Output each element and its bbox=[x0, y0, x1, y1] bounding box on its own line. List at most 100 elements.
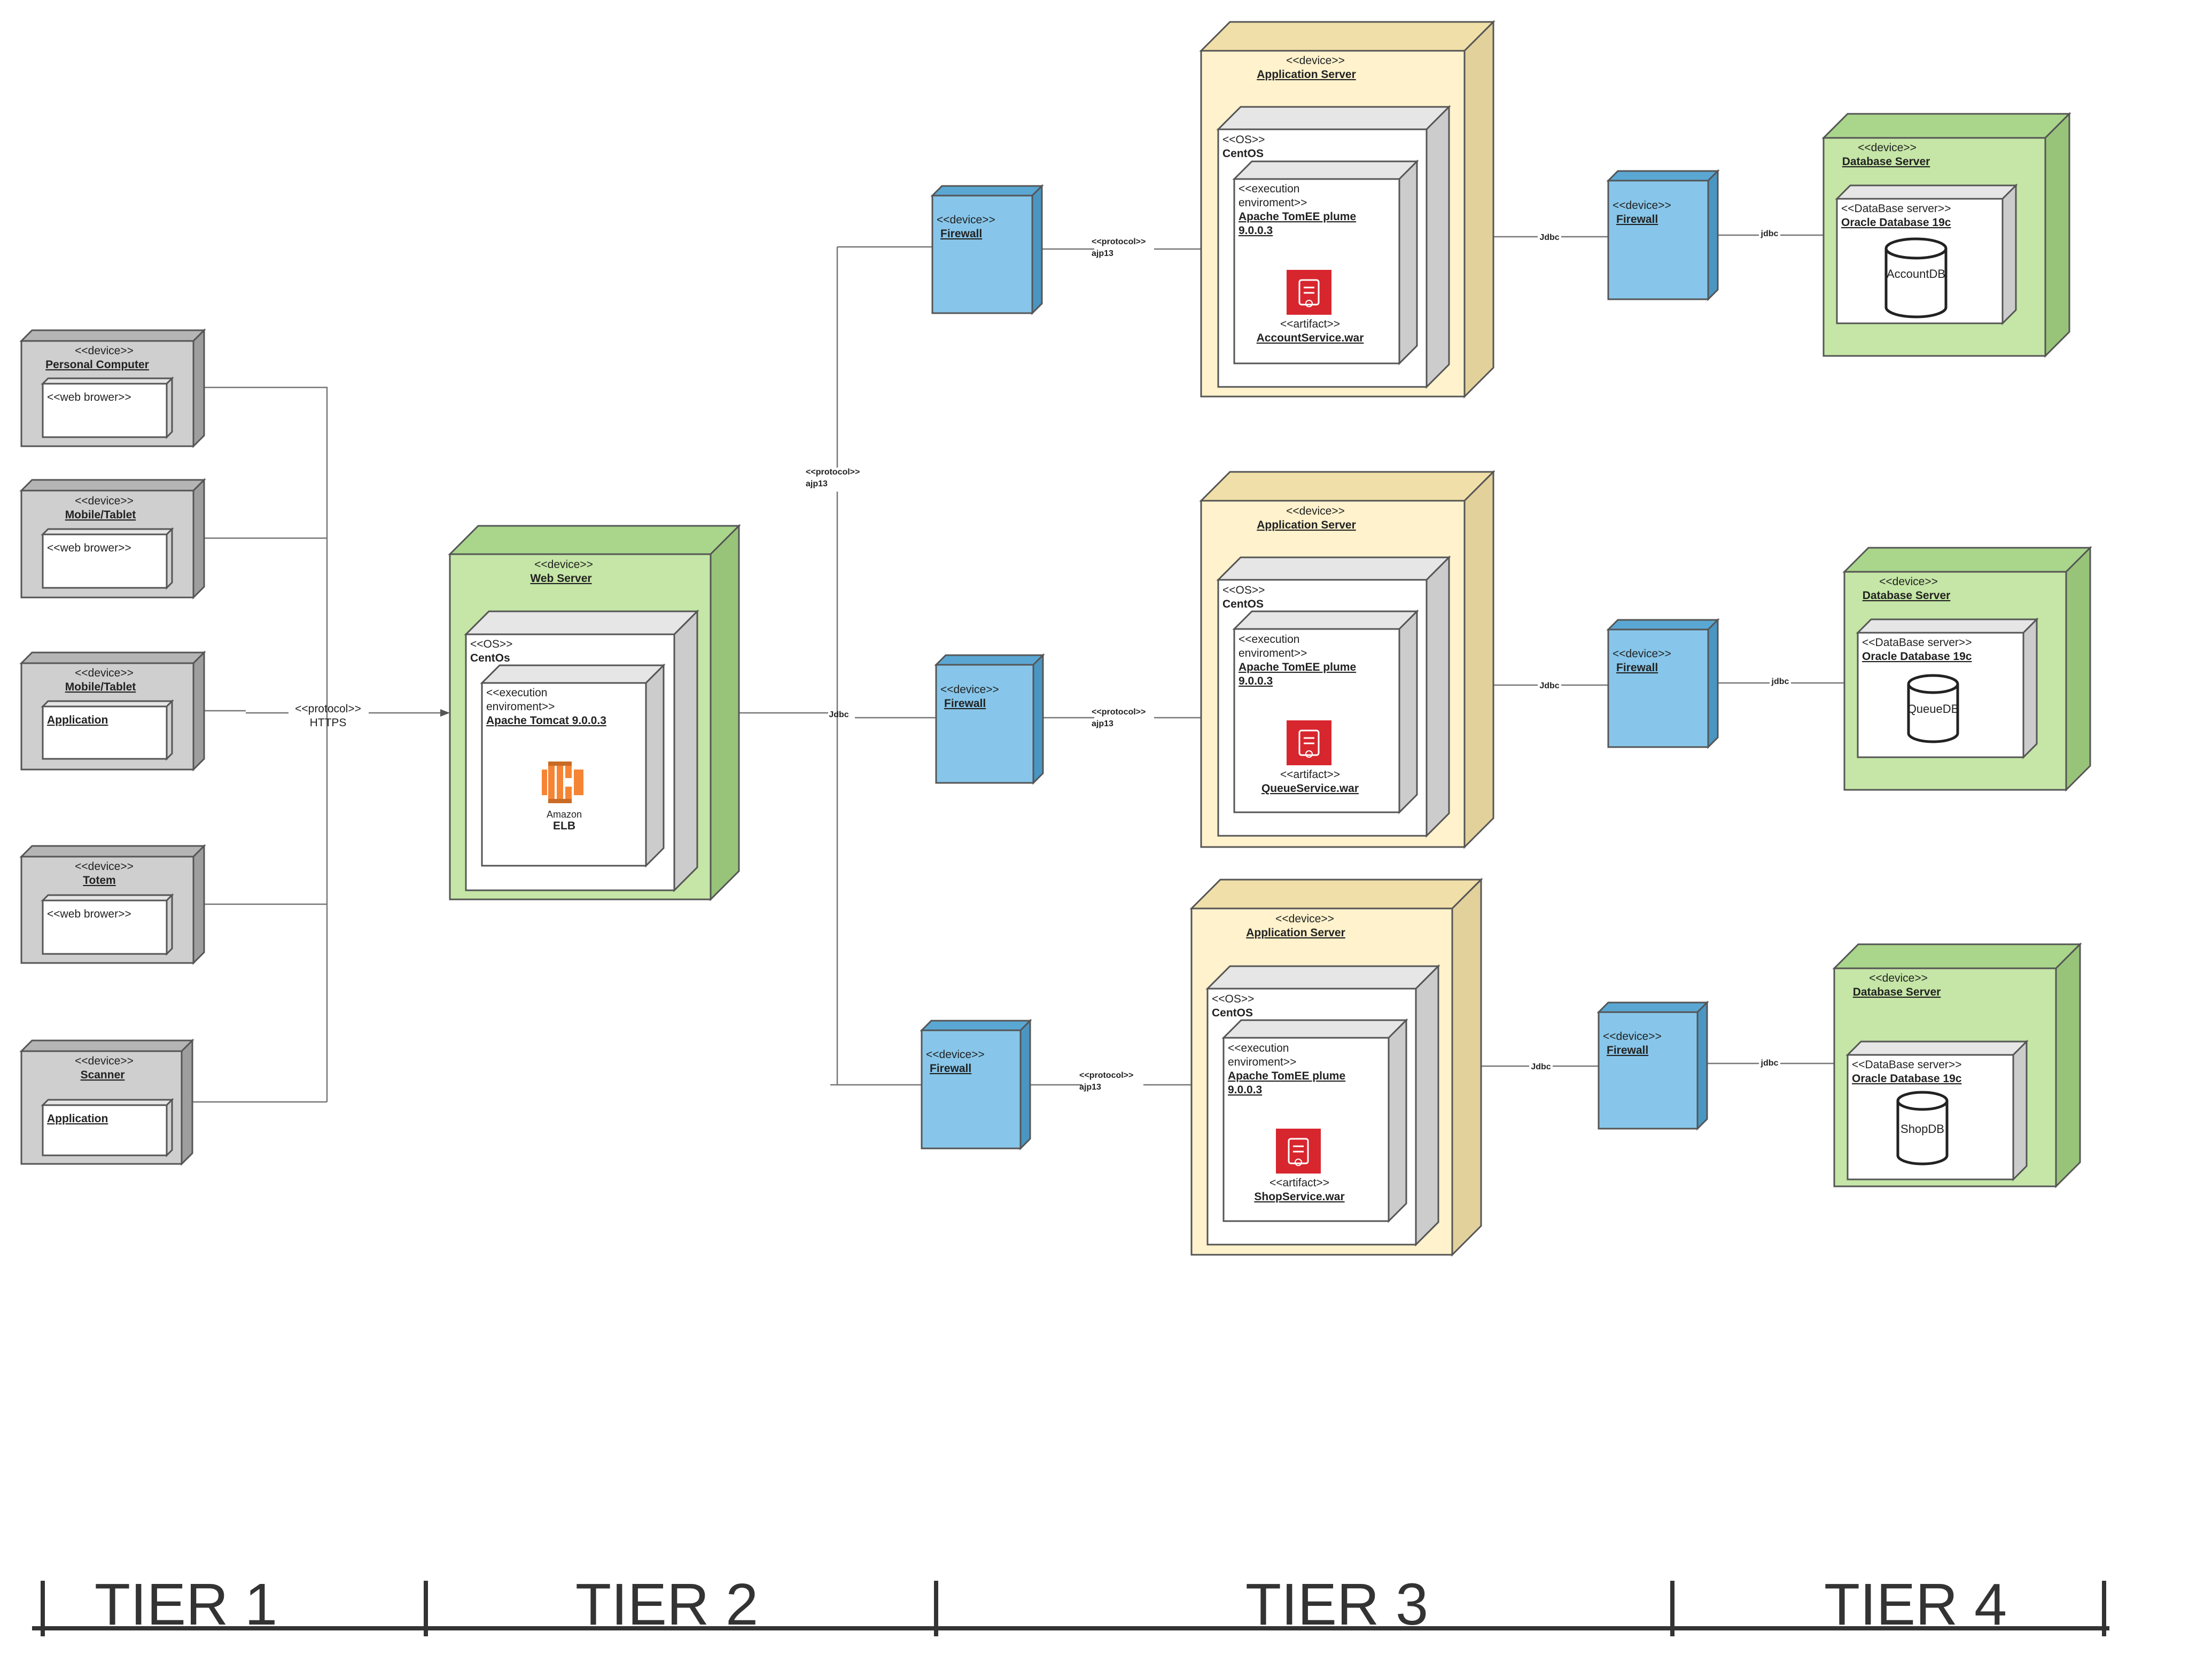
db-server-name: Database Server bbox=[1842, 156, 1930, 168]
firewall-name: Firewall bbox=[1616, 213, 1658, 226]
tier-label-2: TIER 2 bbox=[575, 1572, 758, 1637]
tier-label-3: TIER 3 bbox=[1245, 1572, 1428, 1637]
firewall-stereotype: <<device>> bbox=[1603, 1030, 1662, 1043]
tier-label-1: TIER 1 bbox=[95, 1572, 277, 1637]
os-stereotype: <<OS>> bbox=[1222, 584, 1265, 596]
db-inner-stereotype: <<DataBase server>> bbox=[1862, 636, 1972, 649]
web-server-os: <<OS>> CentOs <<execution enviroment>> A… bbox=[464, 609, 699, 892]
jdbc-left-row2: Jdbc bbox=[1539, 681, 1559, 690]
db-server-name: Database Server bbox=[1863, 589, 1951, 602]
client-device-mobile-tablet-browser: <<device>> Mobile/Tablet <<web brower>> bbox=[19, 478, 206, 600]
jdbc-left-row1: Jdbc bbox=[1539, 233, 1559, 242]
firewall2-row3: <<device>> Firewall bbox=[1596, 1000, 1709, 1131]
firewall2-row1: <<device>> Firewall bbox=[1606, 169, 1720, 301]
client-device-personal-computer: <<device>> Personal Computer <<web browe… bbox=[19, 328, 206, 448]
device-inner-label: <<web brower>> bbox=[47, 542, 131, 554]
jdbc-web-label: Jdbc bbox=[829, 710, 848, 719]
https-stereotype-label: <<protocol>> bbox=[295, 703, 361, 715]
exec-name-line2: 9.0.0.3 bbox=[1228, 1084, 1262, 1096]
protocol-stereotype-row1: <<protocol>> bbox=[1092, 237, 1146, 246]
app-server-name: Application Server bbox=[1246, 927, 1345, 939]
app-server-row3: <<device>> Application Server <<OS>> Cen… bbox=[1189, 877, 1483, 1257]
exec-stereotype-line1: <<execution bbox=[486, 687, 547, 699]
ajp-trunk-stereotype: <<protocol>> bbox=[806, 468, 860, 477]
db-label: AccountDB bbox=[1887, 267, 1945, 281]
tier-label-4: TIER 4 bbox=[1824, 1572, 2007, 1637]
app-server-stereotype: <<device>> bbox=[1286, 505, 1345, 517]
firewall-stereotype: <<device>> bbox=[937, 214, 995, 226]
os-name: CentOS bbox=[1222, 147, 1264, 160]
exec-name-line1: Apache TomEE plume bbox=[1228, 1070, 1345, 1082]
ajp-trunk-protocol: ajp13 bbox=[806, 479, 828, 488]
jdbc-right-row3: jdbc bbox=[1761, 1059, 1779, 1068]
web-server-name: Web Server bbox=[530, 572, 591, 585]
jdbc-right-row1: jdbc bbox=[1761, 229, 1779, 238]
firewall-name: Firewall bbox=[1607, 1044, 1648, 1056]
exec-stereotype-line2: enviroment>> bbox=[1239, 647, 1307, 659]
elb-brand: Amazon bbox=[547, 809, 582, 820]
exec-stereotype-line1: <<execution bbox=[1239, 633, 1299, 646]
client-device-totem: <<device>> Totem <<web brower>> bbox=[19, 844, 206, 965]
firewall-name: Firewall bbox=[930, 1062, 971, 1075]
firewall-name: Firewall bbox=[940, 228, 982, 240]
app-server-row1: <<device>> Application Server <<OS>> Cen… bbox=[1199, 20, 1496, 399]
artifact-name: AccountService.war bbox=[1257, 332, 1364, 344]
artifact-name: QueueService.war bbox=[1261, 782, 1359, 795]
firewall-stereotype: <<device>> bbox=[1613, 648, 1671, 660]
arrowhead-web-server bbox=[440, 709, 450, 717]
elb-icon bbox=[542, 762, 583, 803]
web-server-node: <<device>> Web Server <<OS>> CentOs <<ex… bbox=[448, 524, 741, 902]
db-server-row1: <<device>> Database Server <<DataBase se… bbox=[1821, 112, 2071, 358]
web-server-stereotype: <<device>> bbox=[534, 558, 593, 571]
device-inner-label: Application bbox=[47, 1113, 108, 1125]
os-name: CentOS bbox=[1212, 1007, 1253, 1019]
db-server-stereotype: <<device>> bbox=[1879, 576, 1938, 588]
row-account: <<device>> Firewall <<device>> Applicati… bbox=[930, 20, 2071, 399]
app-server-stereotype: <<device>> bbox=[1275, 913, 1334, 925]
protocol-stereotype-row3: <<protocol>> bbox=[1079, 1071, 1133, 1080]
database-cylinder-icon bbox=[1896, 1091, 1949, 1166]
protocol-stereotype-row2: <<protocol>> bbox=[1092, 708, 1146, 717]
device-inner-label: Application bbox=[47, 714, 108, 726]
device-stereotype: <<device>> bbox=[75, 1055, 134, 1067]
firewall-name: Firewall bbox=[1616, 662, 1658, 674]
connectors bbox=[191, 234, 1844, 1103]
db-inner-name: Oracle Database 19c bbox=[1841, 216, 1951, 229]
device-inner-label: <<web brower>> bbox=[47, 908, 131, 920]
device-stereotype: <<device>> bbox=[75, 667, 134, 679]
firewall-row3: <<device>> Firewall bbox=[920, 1019, 1032, 1151]
connector-labels: <<protocol>> HTTPS Jdbc <<protocol>> ajp… bbox=[295, 229, 1789, 1092]
row-shop: <<device>> Firewall <<device>> Applicati… bbox=[920, 877, 2082, 1257]
app-server-name: Application Server bbox=[1257, 519, 1356, 531]
protocol-value-row3: ajp13 bbox=[1079, 1083, 1101, 1092]
firewall-stereotype: <<device>> bbox=[1613, 199, 1671, 212]
client-devices: <<device>> Personal Computer <<web browe… bbox=[19, 328, 206, 1166]
os-stereotype: <<OS>> bbox=[1212, 993, 1254, 1005]
firewall-name: Firewall bbox=[944, 697, 986, 710]
exec-stereotype-line1: <<execution bbox=[1239, 183, 1299, 195]
client-device-mobile-tablet-app: <<device>> Mobile/Tablet Application bbox=[19, 650, 206, 772]
exec-stereotype-line1: <<execution bbox=[1228, 1042, 1289, 1054]
device-name: Mobile/Tablet bbox=[65, 509, 136, 521]
connector-personal-computer bbox=[203, 386, 328, 1102]
jdbc-left-row3: Jdbc bbox=[1531, 1062, 1551, 1071]
jdbc-right-row2: jdbc bbox=[1771, 677, 1789, 686]
row-queue: <<device>> Firewall <<device>> Applicati… bbox=[934, 470, 2092, 849]
firewall2-row2: <<device>> Firewall bbox=[1606, 618, 1720, 749]
os-name: CentOS bbox=[1222, 598, 1264, 610]
db-server-stereotype: <<device>> bbox=[1858, 142, 1917, 154]
device-name: Personal Computer bbox=[45, 359, 149, 371]
https-protocol-label: HTTPS bbox=[310, 717, 347, 729]
client-device-scanner: <<device>> Scanner Application bbox=[19, 1038, 194, 1166]
os-name: CentOs bbox=[470, 652, 510, 664]
device-stereotype: <<device>> bbox=[75, 495, 134, 507]
db-inner-name: Oracle Database 19c bbox=[1852, 1073, 1962, 1085]
artifact-stereotype: <<artifact>> bbox=[1280, 768, 1340, 781]
device-stereotype: <<device>> bbox=[75, 345, 134, 357]
db-label: ShopDB bbox=[1901, 1122, 1944, 1136]
db-server-stereotype: <<device>> bbox=[1869, 972, 1928, 984]
protocol-value-row2: ajp13 bbox=[1092, 719, 1113, 728]
database-cylinder-icon bbox=[1884, 237, 1948, 318]
device-name: Mobile/Tablet bbox=[65, 681, 136, 693]
